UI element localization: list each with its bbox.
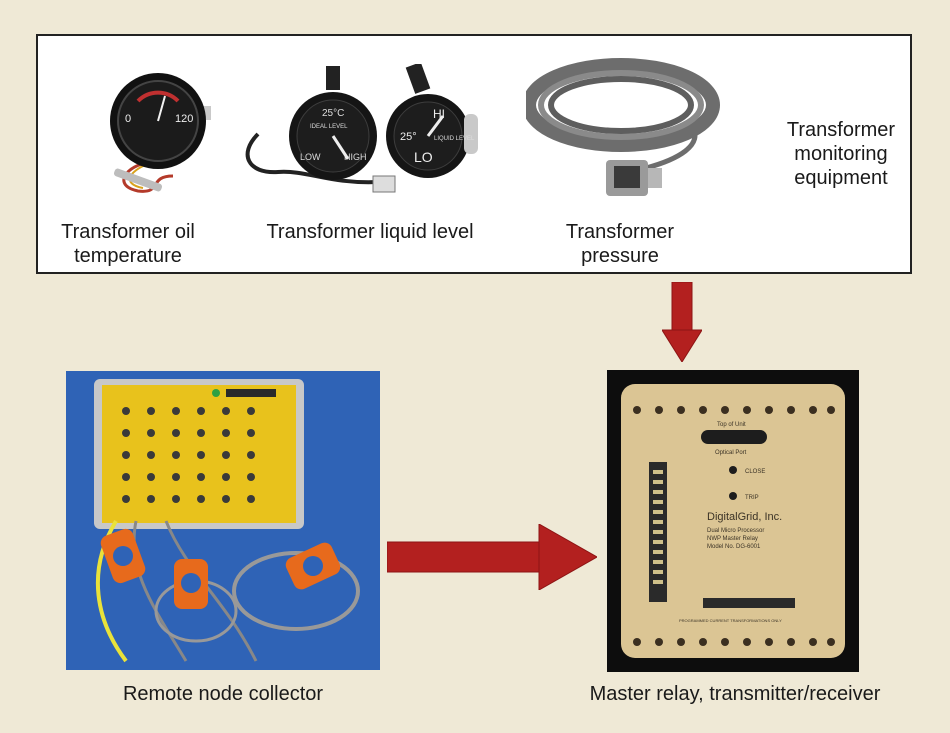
level-left-low-label: LOW xyxy=(300,152,321,162)
right-arrow-icon xyxy=(387,524,597,590)
relay-line3: Model No. DG-6001 xyxy=(707,544,761,550)
relay-line2: NWP Master Relay xyxy=(707,536,758,542)
remote-node-collector-caption: Remote node collector xyxy=(122,683,324,705)
liquid-level-gauge-icon: 25°C IDEAL LEVEL LOW HIGH HI 25° LIQUID … xyxy=(238,62,488,209)
pressure-caption-line2: pressure xyxy=(581,245,659,267)
monitoring-label-line3: equipment xyxy=(794,167,888,189)
temp-high-label: 120 xyxy=(175,113,193,125)
master-relay-caption: Master relay, transmitter/receiver xyxy=(589,683,881,705)
temperature-gauge-icon: 0 120 xyxy=(93,66,223,221)
oil-temperature-caption: Transformer oil temperature xyxy=(48,220,208,268)
monitoring-label-line2: monitoring xyxy=(794,143,888,165)
pressure-sensor-icon xyxy=(522,50,726,215)
level-right-low-label: LO xyxy=(414,149,433,165)
liquid-level-caption-line1: Transformer liquid level xyxy=(266,221,474,243)
monitoring-equipment-panel: 0 120 25°C IDEAL LEVEL LOW HIGH HI 25° L… xyxy=(36,34,912,274)
liquid-level-caption: Transformer liquid level xyxy=(250,220,490,244)
level-left-high-label: HIGH xyxy=(344,152,367,162)
temp-low-label: 0 xyxy=(125,113,131,125)
relay-top-label: Top of Unit xyxy=(717,422,746,428)
relay-trip-label: TRIP xyxy=(745,495,759,501)
relay-brand: DigitalGrid, Inc. xyxy=(707,511,782,523)
pressure-caption-line1: Transformer xyxy=(565,221,675,243)
level-left-top-label: 25°C xyxy=(322,108,344,119)
level-right-sub-label: LIQUID LEVEL xyxy=(434,136,475,142)
relay-footer-label: PROGRAMMED CURRENT TRANSFORMATIONS ONLY xyxy=(679,618,782,623)
monitoring-equipment-label: Transformer monitoring equipment xyxy=(766,118,916,190)
relay-line1: Dual Micro Processor xyxy=(707,528,764,534)
monitoring-label-line1: Transformer xyxy=(786,119,896,141)
master-relay-photo: Top of Unit Optical Port CLOSE TRIP Digi… xyxy=(607,370,859,672)
remote-node-collector-photo xyxy=(66,371,380,670)
level-left-sub-label: IDEAL LEVEL xyxy=(310,124,348,130)
level-right-mid-label: 25° xyxy=(400,131,417,143)
down-arrow-icon xyxy=(662,282,702,362)
relay-close-label: CLOSE xyxy=(745,469,765,475)
relay-port-label: Optical Port xyxy=(715,450,747,456)
pressure-caption: Transformer pressure xyxy=(550,220,690,268)
oil-temperature-caption-line1: Transformer oil xyxy=(61,221,195,243)
oil-temperature-caption-line2: temperature xyxy=(74,245,182,267)
